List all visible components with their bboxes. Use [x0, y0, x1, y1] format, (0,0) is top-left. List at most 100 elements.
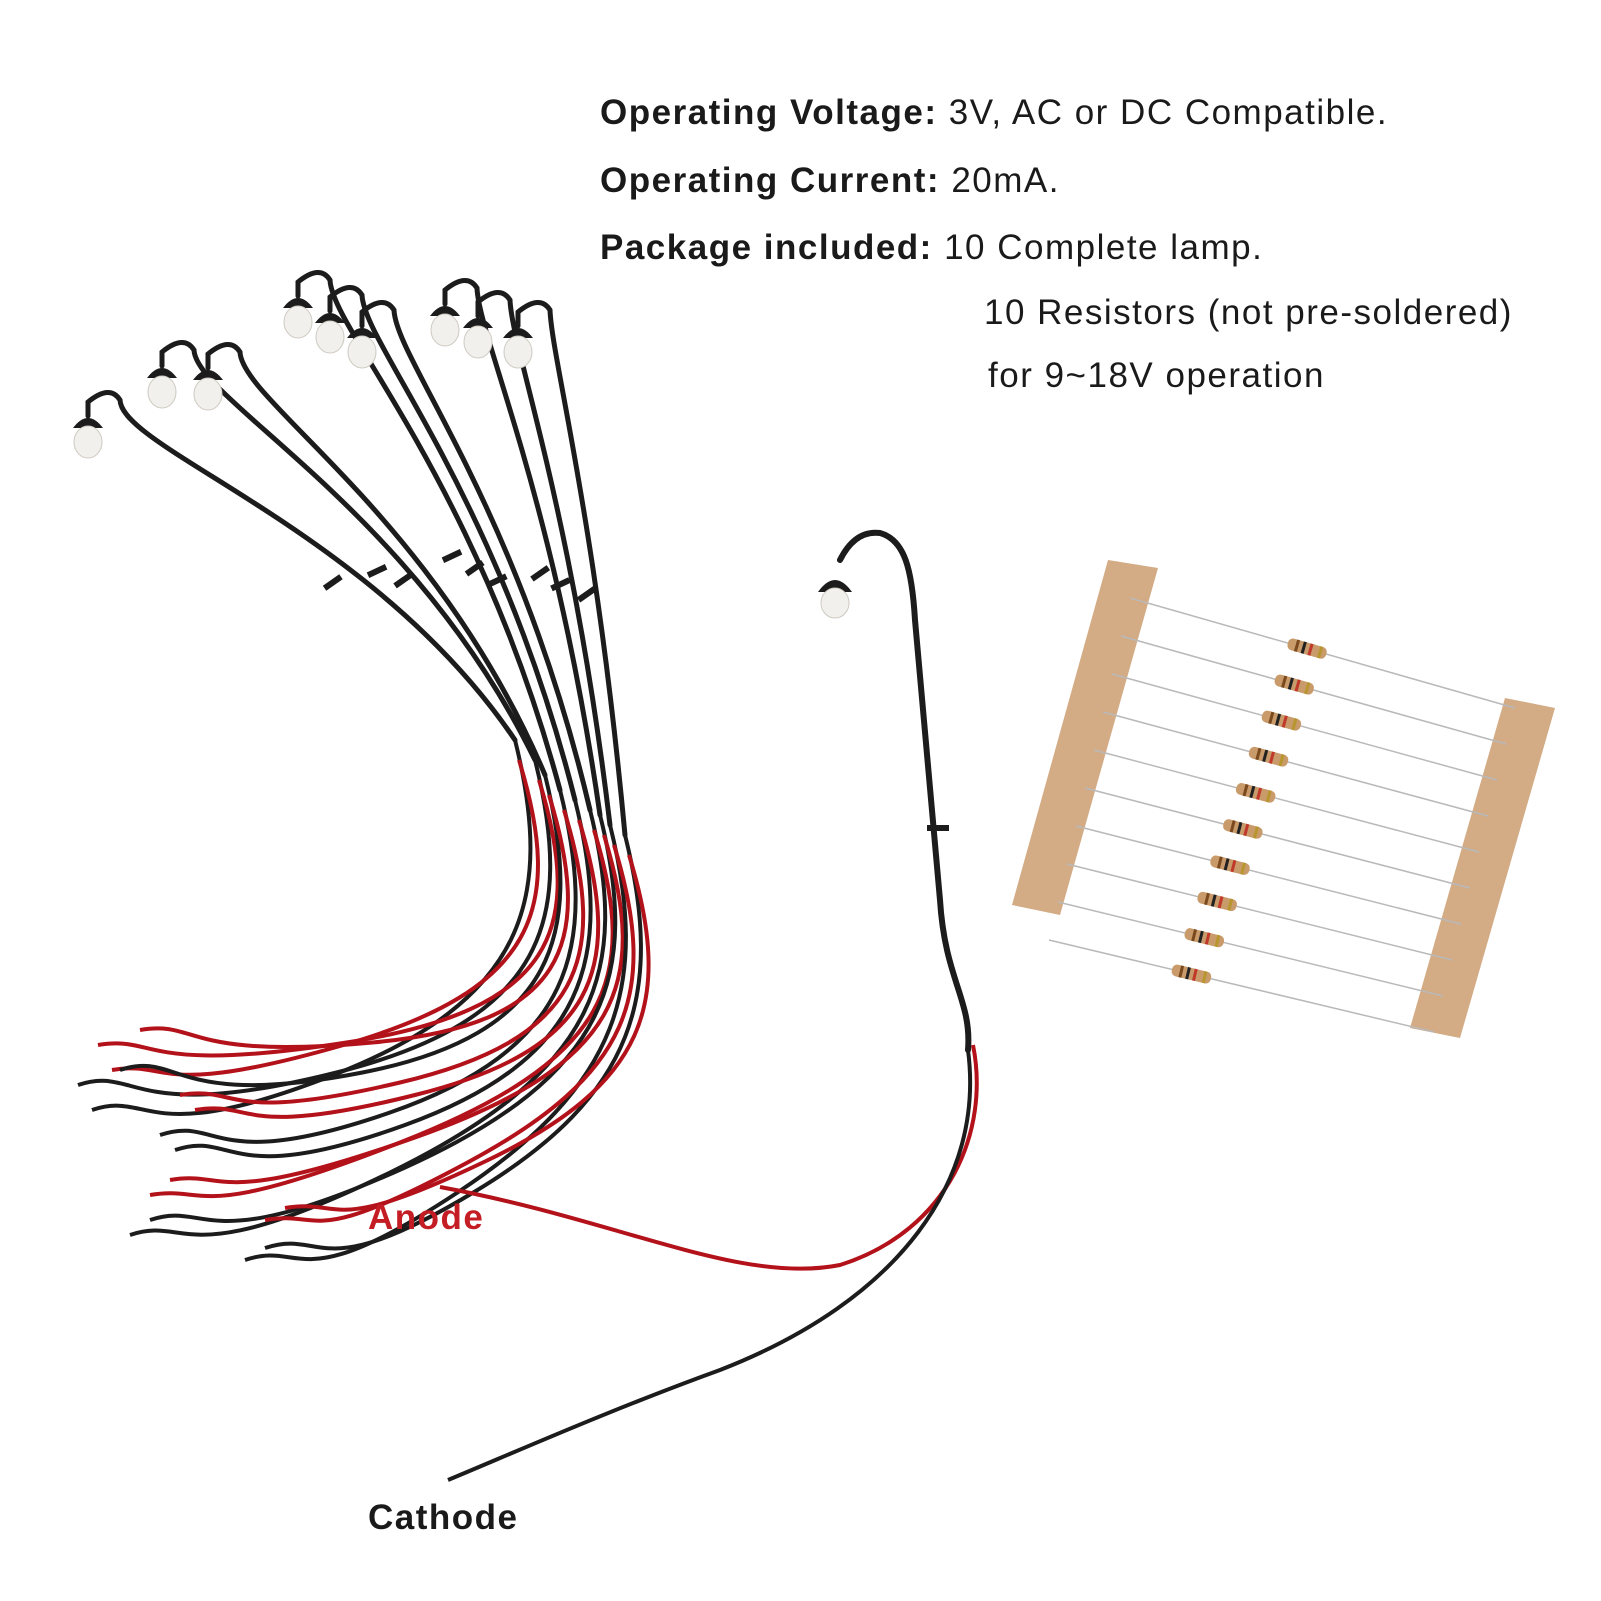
spec-package-value-1: 10 Complete lamp.: [944, 228, 1264, 267]
lamp-shade: [503, 328, 533, 338]
resistor-lead: [1111, 673, 1498, 781]
resistor-lead: [1093, 749, 1480, 853]
resistor-band: [1255, 747, 1262, 761]
resistor-band: [1268, 711, 1275, 725]
red-wire: [139, 794, 570, 1049]
spec-package-line-2: 10 Resistors (not pre-soldered): [984, 295, 1513, 330]
spec-package-label: Package included:: [600, 228, 933, 267]
spec-current-value: 20mA.: [951, 161, 1060, 200]
resistor-lead: [1102, 711, 1489, 817]
lamp-shade: [315, 313, 345, 323]
lamp-globe: [315, 320, 345, 354]
tape-right: [1410, 698, 1555, 1038]
resistor-band: [1216, 856, 1223, 869]
lamp-globe: [463, 325, 493, 359]
lamp-post: [327, 285, 578, 803]
resistor-band: [1198, 930, 1204, 944]
tape-left: [1012, 560, 1158, 915]
resistor-band: [1278, 754, 1285, 767]
resistor-band: [1256, 787, 1263, 800]
lamp-collar: [464, 560, 485, 577]
lamp-post: [159, 340, 538, 763]
street-lamp: [430, 278, 603, 818]
single-lamp-globe: [820, 587, 850, 619]
resistor-band: [1265, 790, 1272, 803]
resistor-band: [1204, 932, 1211, 945]
cathode-wire: [447, 1049, 973, 1482]
resistor: [1235, 783, 1276, 803]
spec-current-label: Operating Current:: [600, 161, 941, 200]
street-lamp: [73, 390, 518, 743]
resistor: [1287, 638, 1327, 659]
resistor-band: [1223, 858, 1230, 871]
resistor: [1197, 891, 1237, 912]
resistor-band: [1204, 892, 1210, 906]
resistor-band: [1304, 682, 1311, 695]
red-wire: [97, 779, 560, 1058]
red-wire: [111, 759, 540, 1077]
black-wire: [264, 834, 643, 1251]
resistor-band: [1316, 646, 1324, 659]
resistor-band: [1227, 898, 1234, 911]
resistor-band: [1294, 679, 1301, 692]
resistor-band: [1249, 785, 1256, 799]
resistor: [1261, 710, 1302, 731]
street-lamp: [315, 285, 578, 803]
lamp-collar: [550, 577, 571, 592]
lamp-shade: [463, 318, 493, 328]
lamp-collar: [393, 571, 414, 589]
spec-current: Operating Current: 20mA.: [600, 163, 1060, 198]
single-lamp-post: [837, 529, 972, 1053]
lamp-shade: [147, 368, 177, 378]
lamp-collar: [322, 574, 343, 591]
street-lamp: [147, 340, 538, 763]
lamp-post: [205, 342, 548, 778]
resistor: [1274, 674, 1314, 695]
resistor-band: [1217, 896, 1224, 909]
resistor: [1223, 819, 1263, 839]
resistor-lead: [1084, 787, 1471, 889]
resistor-band: [1291, 718, 1298, 731]
resistor-band: [1300, 641, 1307, 654]
street-lamp: [503, 300, 628, 838]
resistor: [1248, 746, 1289, 767]
anode-label: Anode: [368, 1198, 485, 1237]
spec-package: Package included: 10 Complete lamp.: [600, 230, 1263, 265]
black-wire: [174, 799, 593, 1159]
spec-package-value-3: for 9~18V operation: [988, 356, 1325, 395]
lamp-shade: [73, 418, 103, 428]
lamp-globe: [73, 425, 103, 459]
spec-voltage-value: 3V, AC or DC Compatible.: [948, 93, 1389, 132]
resistor-lead: [1075, 825, 1462, 925]
lamp-collar: [366, 564, 388, 578]
lamp-globe: [430, 313, 460, 347]
red-wire: [194, 819, 601, 1119]
lamp-shade: [347, 328, 377, 338]
resistor-lead: [1057, 901, 1444, 997]
resistor-lead: [1048, 939, 1435, 1033]
street-lamp: [347, 300, 593, 813]
resistor-band: [1252, 826, 1259, 839]
resistor-band: [1230, 859, 1237, 873]
single-lamp: [439, 529, 979, 1482]
spec-package-value-2: 10 Resistors (not pre-soldered): [984, 293, 1513, 332]
resistor-band: [1293, 639, 1301, 652]
resistor-band: [1287, 677, 1294, 690]
resistor-strip: [1012, 560, 1555, 1038]
street-lamp: [193, 342, 548, 778]
red-wire: [169, 834, 625, 1185]
resistor-band: [1191, 929, 1197, 942]
resistor-band: [1178, 965, 1185, 978]
resistor: [1171, 964, 1212, 984]
lamp-shade: [430, 306, 460, 316]
lamp-globe: [283, 305, 313, 339]
resistor-band: [1201, 970, 1208, 984]
resistor-band: [1307, 643, 1314, 656]
lamp-post: [85, 390, 518, 743]
red-wire: [264, 844, 636, 1223]
lamp-post: [442, 278, 603, 818]
resistor-band: [1281, 675, 1288, 688]
lamp-globe: [147, 375, 177, 409]
